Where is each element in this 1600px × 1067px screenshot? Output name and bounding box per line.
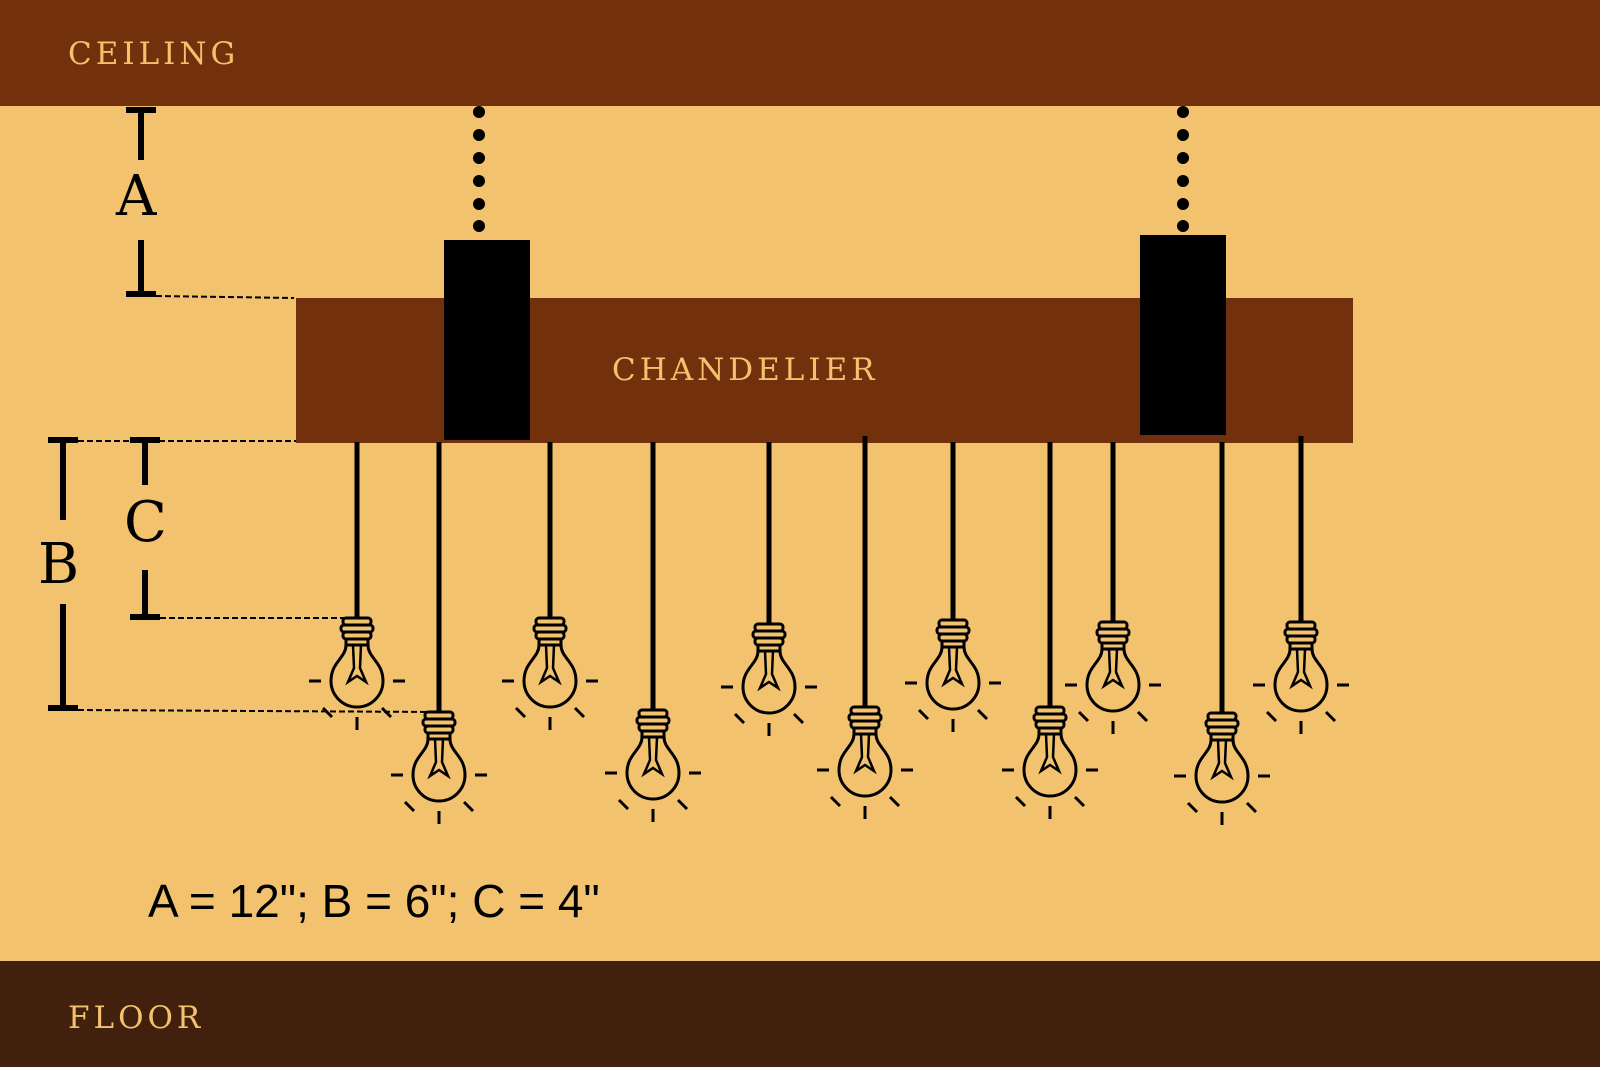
dimension-c-label: C: [124, 490, 167, 555]
dimension-a: [126, 107, 156, 297]
mounting-bracket-left: [444, 240, 530, 440]
light-bulb-icon: [307, 616, 407, 732]
floor-label: Floor: [68, 988, 205, 1039]
mounting-bracket-right: [1140, 235, 1226, 435]
floor-band: [0, 961, 1600, 1067]
chandelier-label: Chandelier: [612, 340, 879, 391]
dimension-b: [48, 437, 78, 711]
light-bulb-icon: [1251, 620, 1351, 736]
light-bulb-icon: [603, 708, 703, 824]
pendant-cords: [354, 436, 1304, 713]
light-bulb-icon: [719, 622, 819, 738]
dimension-c: [130, 437, 160, 620]
light-bulb-icon: [389, 710, 489, 826]
light-bulb-icon: [815, 705, 915, 821]
ceiling-band: [0, 0, 1600, 106]
dimension-a-label: A: [116, 164, 157, 229]
dimension-b-label: B: [38, 532, 80, 597]
light-bulb-icon: [500, 616, 600, 732]
dimension-formula: A = 12"; B = 6"; C = 4": [148, 875, 600, 927]
light-bulb-icon: [1000, 705, 1100, 821]
ceiling-label: Ceiling: [68, 24, 240, 75]
suspension-chain-right: [1177, 106, 1189, 232]
light-bulb-icon: [1063, 620, 1163, 736]
light-bulb-icon: [1172, 711, 1272, 827]
suspension-chain-left: [473, 106, 485, 232]
leader-b-bottom: [77, 709, 437, 713]
leader-a: [155, 295, 295, 299]
light-bulb-icon: [903, 618, 1003, 734]
